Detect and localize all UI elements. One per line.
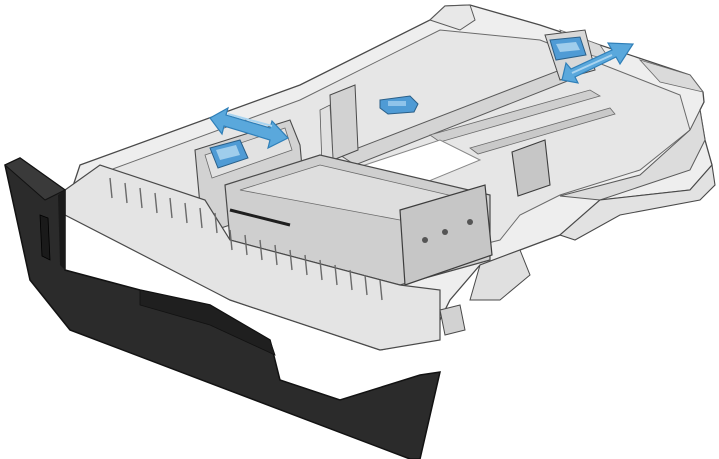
front-panel (4, 157, 441, 459)
tray-right-edge (558, 163, 716, 241)
double-arrow-icon (209, 106, 289, 150)
center-tab (379, 95, 419, 115)
center-rail (338, 69, 616, 166)
back-guide-fin (319, 84, 359, 166)
latch-area (439, 249, 531, 336)
tray-right-wall (559, 108, 706, 201)
ribs (109, 177, 383, 301)
front-guide-plate (224, 139, 551, 286)
front-ribbed-wall (64, 164, 441, 351)
double-arrow-icon (561, 42, 635, 84)
